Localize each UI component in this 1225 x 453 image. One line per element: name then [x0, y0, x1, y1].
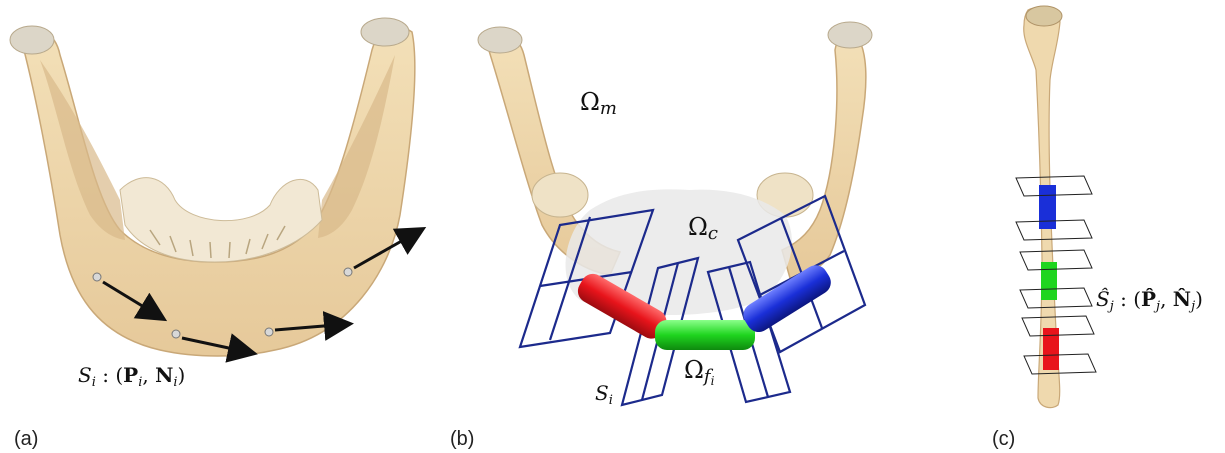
mandible-remaining: [782, 32, 866, 278]
fibula-head: [1026, 6, 1062, 26]
label-open: : (: [96, 363, 123, 387]
caption-c: (c): [992, 428, 1015, 450]
condyle-right: [361, 18, 409, 46]
segment-red: [1043, 328, 1059, 370]
label-p: P: [123, 363, 138, 387]
condyle-left: [10, 26, 54, 54]
panel-a: Si : (Pi, Ni) (a): [0, 0, 440, 453]
landmark-point: [172, 330, 180, 338]
segment-green: [1041, 262, 1057, 300]
caption-b: (b): [450, 428, 474, 450]
segment-blue: [1039, 185, 1056, 229]
cutting-plane: [1024, 354, 1096, 374]
label-omega-m: Ωm: [580, 88, 617, 119]
condyle-left: [478, 27, 522, 53]
panel-c-figure: Ŝj : (P̂j, N̂j) (c): [890, 0, 1225, 453]
panel-b: Ωm Ωc Ωfi Si (b): [440, 0, 890, 453]
label-s: S: [78, 363, 92, 387]
caption-a: (a): [14, 428, 38, 450]
landmark-point: [344, 268, 352, 276]
panel-c: Ŝj : (P̂j, N̂j) (c): [890, 0, 1225, 453]
landmark-point: [93, 273, 101, 281]
label-comma: ,: [142, 363, 155, 387]
label-sj-pn: Ŝj : (P̂j, N̂j): [1096, 286, 1203, 314]
label-close: ): [178, 363, 186, 387]
segment-green: [655, 320, 755, 350]
tooth-cluster-left: [532, 173, 588, 217]
panel-b-figure: Ωm Ωc Ωfi Si (b): [440, 0, 890, 453]
condyle-right: [828, 22, 872, 48]
landmark-point: [265, 328, 273, 336]
label-n: N: [155, 363, 173, 387]
label-si-pn: Si : (Pi, Ni): [78, 363, 185, 390]
label-si: Si: [595, 381, 613, 408]
label-omega-fi: Ωfi: [684, 356, 715, 388]
panel-a-figure: Si : (Pi, Ni) (a): [0, 0, 440, 453]
